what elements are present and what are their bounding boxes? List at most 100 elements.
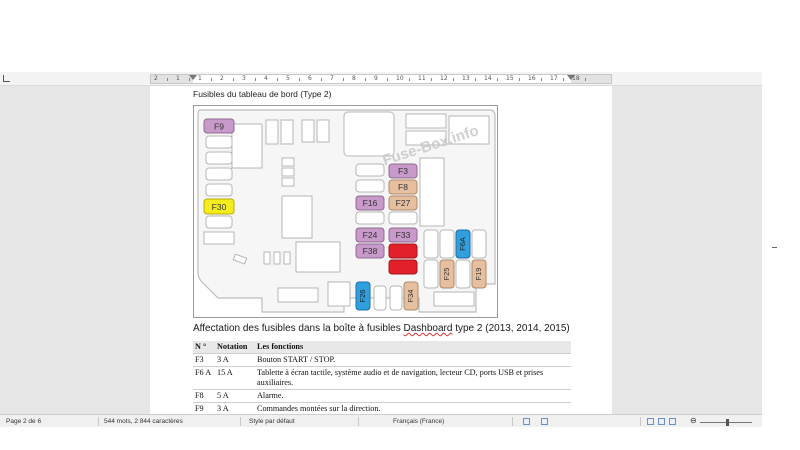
ruler-number: 1 (176, 75, 180, 82)
ruler-number: 16 (528, 75, 536, 82)
ruler-tick (519, 78, 520, 81)
status-page-style[interactable]: Style par défaut (249, 418, 295, 425)
fuse-f30-label: F30 (212, 202, 227, 212)
status-separator (98, 417, 99, 426)
zoom-out-icon[interactable]: ⊖ (690, 416, 697, 425)
top-blank-area (0, 0, 800, 72)
fuse-f34-label: F34 (406, 290, 415, 303)
status-separator (358, 417, 359, 426)
ruler-tick (189, 78, 190, 81)
ruler-number: 12 (440, 75, 448, 82)
cell-notation: 3 A (215, 402, 255, 414)
status-page-count[interactable]: Page 2 de 6 (6, 418, 42, 425)
ruler-tick (431, 78, 432, 81)
fuse-f27-label: F27 (396, 198, 411, 208)
ruler-right-margin (571, 75, 611, 83)
fuse-f27: F27 (388, 195, 418, 211)
fuse-f34: F34 (403, 281, 419, 311)
header-notation: Notation (215, 341, 255, 354)
cell-number: F3 (193, 353, 215, 367)
cell-function: Bouton START / STOP. (255, 353, 571, 367)
table-header-row: N ° Notation Les fonctions (193, 341, 571, 354)
fuse-f16: F16 (355, 195, 385, 211)
ruler-tick (321, 78, 322, 81)
fuse-assignment-table: N ° Notation Les fonctions F3 3 A Bouton… (193, 341, 571, 414)
document-modified-icon[interactable] (541, 418, 548, 425)
left-indent-marker-icon[interactable] (189, 75, 197, 80)
status-language[interactable]: Français (France) (393, 418, 445, 425)
fuse-f24-label: F24 (363, 230, 378, 240)
fuse-f19: F19 (471, 259, 487, 289)
ruler-number: 8 (352, 75, 356, 82)
table-row: F6 A 15 A Tablette à écran tactile, syst… (193, 366, 571, 390)
heading-prefix: Affectation des fusibles dans la boîte à… (193, 323, 404, 334)
cell-function: Alarme. (255, 389, 571, 403)
fuse-f38-label: F38 (363, 246, 378, 256)
fuse-f25-label: F25 (442, 268, 451, 281)
fuse-f19-label: F19 (474, 268, 483, 281)
cell-number: F9 (193, 402, 215, 414)
fuse-box-svg: F9 F30 F3 F8 F16 F27 (197, 109, 496, 313)
ruler-number: 9 (374, 75, 378, 82)
ruler-tick (365, 78, 366, 81)
ruler-tick (299, 78, 300, 81)
cell-number: F8 (193, 389, 215, 403)
ruler-number: 18 (572, 75, 580, 82)
book-view-icon[interactable] (669, 418, 676, 425)
fuse-box-diagram: F9 F30 F3 F8 F16 F27 (193, 105, 498, 318)
ruler-number: 14 (484, 75, 492, 82)
fuse-f8-label: F8 (398, 182, 408, 192)
ruler-number: 5 (286, 75, 290, 82)
multi-page-view-icon[interactable] (658, 418, 665, 425)
ruler-tick (277, 78, 278, 81)
ruler-number: 4 (264, 75, 268, 82)
fuse-red-upper (388, 243, 418, 259)
heading-flagged-word[interactable]: Dashboard (403, 323, 453, 334)
ruler-tick (255, 78, 256, 81)
fuse-f6a-label: F6A (458, 237, 467, 251)
right-gutter (762, 72, 800, 414)
bottom-blank-area (0, 427, 800, 450)
cell-function: Commandes montées sur la direction. (255, 402, 571, 414)
ruler-number: 15 (506, 75, 514, 82)
header-functions: Les fonctions (255, 341, 571, 354)
tab-stop-selector-icon[interactable] (3, 75, 10, 82)
fuse-f26-label: F26 (358, 290, 367, 303)
right-indent-marker-icon[interactable] (567, 75, 575, 80)
single-page-view-icon[interactable] (647, 418, 654, 425)
fuse-f33-label: F33 (396, 230, 411, 240)
zoom-slider-thumb[interactable] (726, 419, 729, 426)
ruler-tick (387, 78, 388, 81)
table-row: F3 3 A Bouton START / STOP. (193, 353, 571, 367)
fuse-f33: F33 (388, 227, 418, 243)
status-separator (640, 417, 641, 426)
fuse-f9-label: F9 (214, 122, 224, 132)
ruler-tick (233, 78, 234, 81)
ruler-tick (585, 78, 586, 81)
header-number: N ° (193, 341, 215, 354)
cell-notation: 3 A (215, 353, 255, 367)
status-word-count[interactable]: 544 mots, 2 844 caractères (104, 418, 183, 425)
ruler-tick (343, 78, 344, 81)
ruler-number: 11 (418, 75, 426, 82)
ruler-number: 2 (154, 75, 158, 82)
table-row: F8 5 A Alarme. (193, 389, 571, 403)
cell-notation: 5 A (215, 389, 255, 403)
fuse-f26: F26 (355, 281, 371, 311)
status-separator (512, 417, 513, 426)
fuse-f6a: F6A (455, 229, 471, 259)
document-page[interactable]: Fusibles du tableau de bord (Type 2) (150, 86, 612, 414)
ruler-tick (211, 78, 212, 81)
cell-notation: 15 A (215, 366, 255, 390)
fuse-f16-label: F16 (363, 198, 378, 208)
ruler-tick (167, 78, 168, 81)
status-separator (240, 417, 241, 426)
fuse-f25: F25 (439, 259, 455, 289)
ruler-number: 6 (308, 75, 312, 82)
insert-mode-icon[interactable] (523, 418, 530, 425)
ruler-tick (475, 78, 476, 81)
ruler-number: 1 (198, 75, 202, 82)
ruler-left-margin (151, 75, 193, 83)
